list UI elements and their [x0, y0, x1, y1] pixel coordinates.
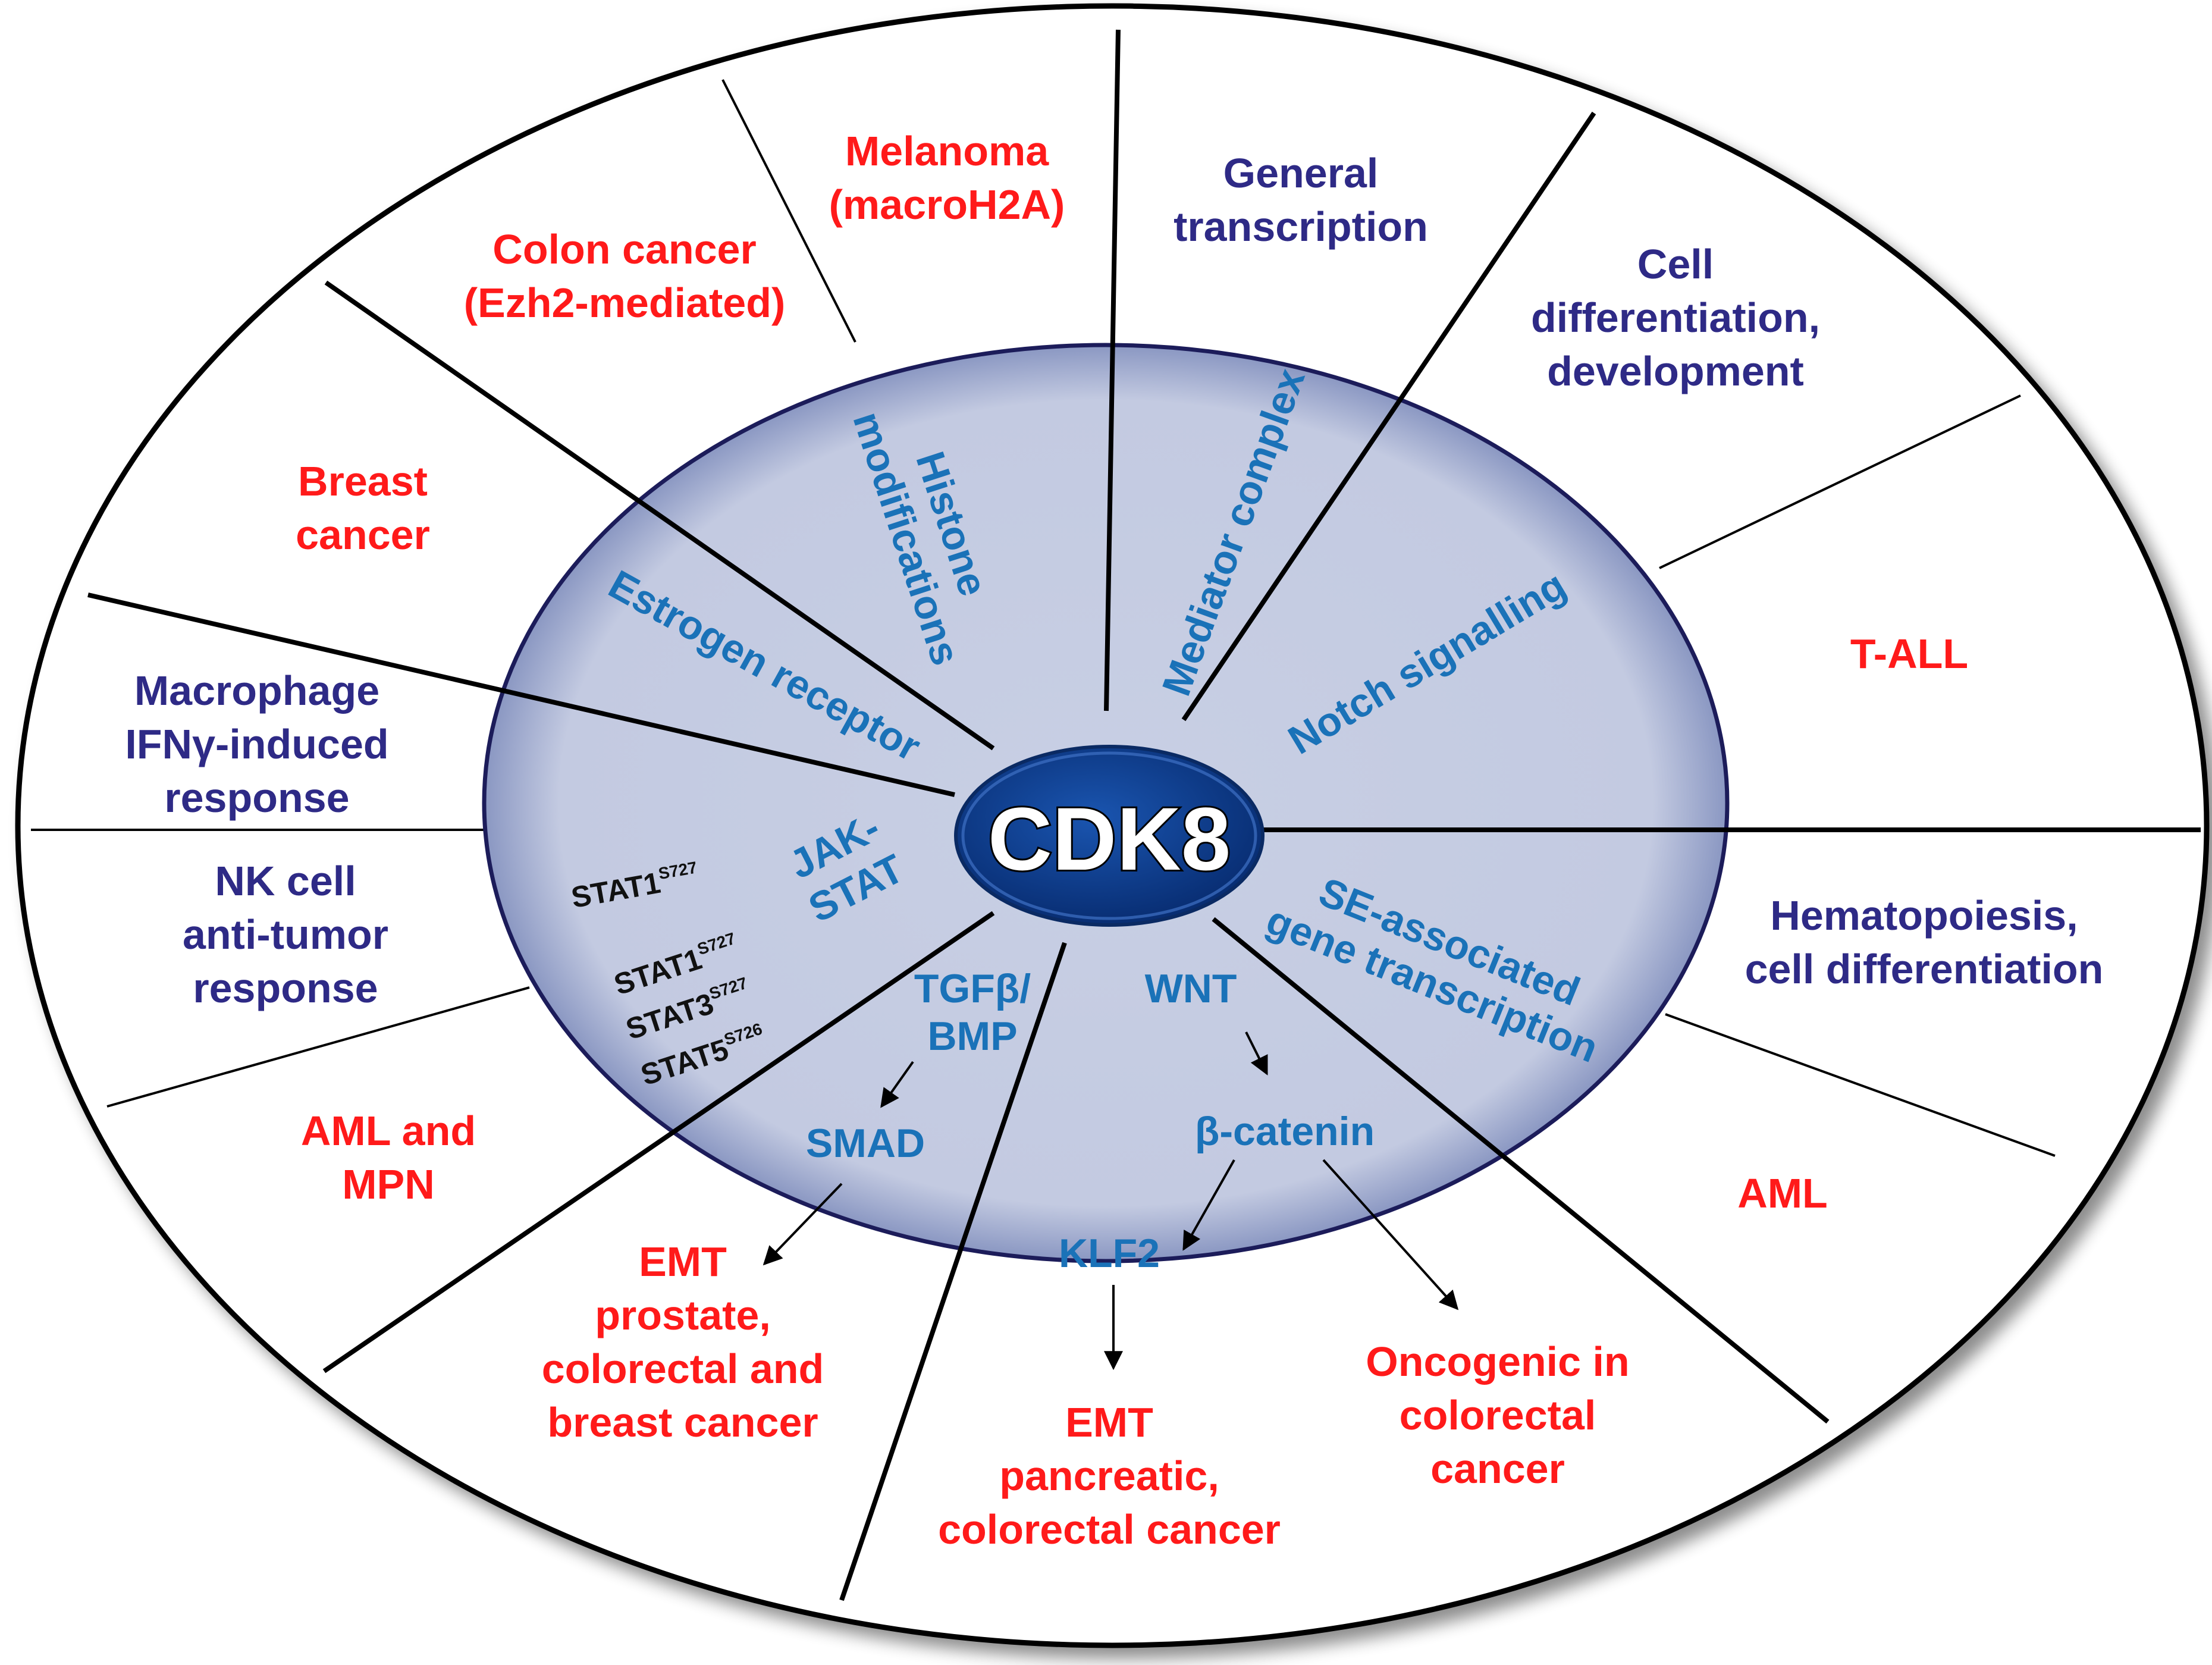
svg-text:Hematopoiesis,: Hematopoiesis,: [1770, 892, 2078, 939]
svg-text:Cell: Cell: [1637, 241, 1714, 287]
outer-label-macrophage: Macrophage IFNγ-induced response: [125, 667, 388, 821]
outer-label-breast-cancer: Breast cancer: [296, 458, 430, 558]
inner-label-smad: SMAD: [806, 1121, 925, 1166]
svg-text:AML and: AML and: [301, 1108, 476, 1154]
center-label: CDK8: [988, 789, 1231, 889]
outer-label-aml: AML: [1737, 1170, 1828, 1216]
svg-text:breast cancer: breast cancer: [547, 1399, 818, 1445]
svg-text:cancer: cancer: [1430, 1445, 1565, 1492]
svg-text:cancer: cancer: [296, 512, 430, 558]
arrow-tgfb-to-smad: [880, 1061, 914, 1108]
svg-text:EMT: EMT: [639, 1238, 727, 1285]
svg-text:pancreatic,: pancreatic,: [999, 1453, 1219, 1499]
arrow-beta-catenin-to-oncogenic: [1322, 1159, 1459, 1310]
outer-label-nk-cell: NK cell anti-tumor response: [183, 858, 388, 1011]
center-node-highlight: [961, 751, 1257, 920]
svg-text:development: development: [1547, 348, 1804, 394]
svg-text:cell differentiation: cell differentiation: [1745, 946, 2104, 992]
outer-label-emt-prostate: EMT prostate, colorectal and breast canc…: [542, 1238, 824, 1445]
svg-text:Melanoma: Melanoma: [845, 128, 1049, 174]
svg-text:EMT: EMT: [1065, 1399, 1153, 1445]
spoke-melanoma-general: [1104, 29, 1121, 711]
outer-label-hematopoiesis: Hematopoiesis, cell differentiation: [1745, 892, 2104, 992]
svg-text:BMP: BMP: [927, 1014, 1017, 1059]
svg-text:transcription: transcription: [1174, 203, 1428, 250]
svg-text:Oncogenic in: Oncogenic in: [1366, 1338, 1629, 1385]
outer-label-oncogenic: Oncogenic in colorectal cancer: [1366, 1338, 1629, 1492]
arrow-wnt-to-beta-catenin: [1245, 1031, 1268, 1075]
outer-label-melanoma: Melanoma (macroH2A): [829, 128, 1065, 228]
outer-label-cell-differentiation: Cell differentiation, development: [1531, 241, 1820, 394]
svg-text:NK cell: NK cell: [215, 858, 356, 904]
svg-text:response: response: [193, 965, 378, 1011]
svg-text:colorectal: colorectal: [1400, 1392, 1596, 1438]
outer-label-colon-cancer: Colon cancer (Ezh2-mediated): [464, 226, 786, 326]
svg-text:anti-tumor: anti-tumor: [183, 911, 388, 958]
svg-text:colorectal cancer: colorectal cancer: [938, 1506, 1281, 1553]
svg-text:(macroH2A): (macroH2A): [829, 181, 1065, 228]
outer-label-aml-mpn: AML and MPN: [301, 1108, 476, 1208]
svg-text:colorectal and: colorectal and: [542, 1346, 824, 1392]
svg-text:Colon cancer: Colon cancer: [492, 226, 756, 272]
outer-label-emt-pancreatic: EMT pancreatic, colorectal cancer: [938, 1399, 1281, 1553]
svg-text:IFNγ-induced: IFNγ-induced: [125, 721, 388, 767]
svg-text:TGFβ/: TGFβ/: [914, 966, 1031, 1011]
svg-text:Macrophage: Macrophage: [134, 667, 379, 714]
center-node: [954, 745, 1265, 927]
divider-hemato-aml: [1665, 1013, 2056, 1157]
outer-dividers: [31, 79, 2056, 1157]
arrow-smad-to-emt-prostate: [763, 1183, 843, 1266]
spoke-oncogenic-aml: [1212, 917, 1830, 1424]
svg-text:response: response: [164, 775, 349, 821]
outer-label-t-all: T-ALL: [1850, 631, 1968, 677]
divider-celldiff-tall: [1659, 394, 2021, 569]
outer-label-general-transcription: General transcription: [1174, 150, 1428, 250]
svg-text:(Ezh2-mediated): (Ezh2-mediated): [464, 280, 786, 326]
arrow-beta-catenin-to-klf2: [1182, 1159, 1235, 1251]
inner-label-wnt: WNT: [1145, 966, 1237, 1011]
inner-label-tgfb: TGFβ/ BMP: [914, 966, 1031, 1059]
divider-nk-aml: [106, 986, 530, 1108]
spoke-colon-breast: [324, 280, 995, 751]
pathway-arrows: [763, 1031, 1459, 1371]
inner-label-klf2: KLF2: [1059, 1231, 1160, 1276]
inner-label-beta-catenin: β-catenin: [1195, 1109, 1375, 1154]
divider-melanoma-colon: [721, 79, 856, 343]
svg-text:differentiation,: differentiation,: [1531, 294, 1820, 341]
spoke-aml-emt-prostate: [322, 911, 995, 1374]
spoke-general-celldiff: [1181, 111, 1596, 722]
svg-text:General: General: [1223, 150, 1379, 196]
spokes: [87, 29, 2201, 1601]
svg-text:MPN: MPN: [342, 1161, 435, 1208]
svg-text:prostate,: prostate,: [595, 1292, 771, 1338]
spoke-breast-macrophage: [87, 592, 955, 797]
svg-text:T-ALL: T-ALL: [1850, 631, 1968, 677]
spoke-emt-prostate-pancreatic: [839, 942, 1067, 1601]
svg-text:Breast: Breast: [298, 458, 428, 504]
svg-text:AML: AML: [1737, 1170, 1828, 1216]
